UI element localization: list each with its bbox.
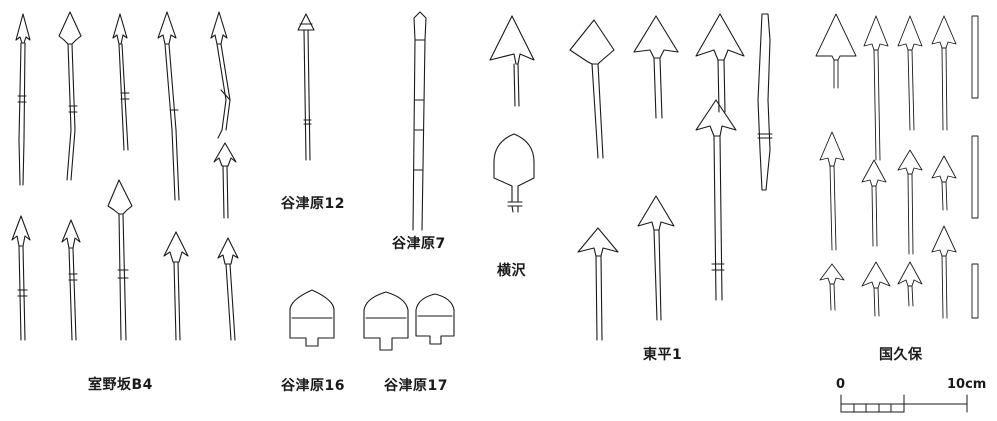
scale-end-label: 10cm xyxy=(947,377,987,392)
arrowhead-icon xyxy=(213,142,237,219)
site-label-yatsuhara16: 谷津原16 xyxy=(281,378,345,394)
yatsuhara7-arrowhead xyxy=(412,11,427,231)
site-label-yokosawa: 横沢 xyxy=(497,263,526,279)
arrowhead-icon xyxy=(217,237,239,341)
arrowhead-icon xyxy=(11,215,31,341)
yatsuhara16-arrowhead xyxy=(289,289,335,347)
site-label-yatsuhara17: 谷津原17 xyxy=(384,378,448,394)
higashihira-arrowheads xyxy=(569,13,773,341)
site-label-muronosaka: 室野坂B4 xyxy=(88,377,153,393)
arrowhead-icon xyxy=(61,219,81,341)
yatsuhara12-arrowhead xyxy=(297,13,315,161)
arrowhead-icon xyxy=(15,13,31,186)
arrowhead-icon xyxy=(163,231,189,341)
yatsuhara17-arrowheads xyxy=(363,291,455,351)
kokubo-arrowheads xyxy=(815,13,979,319)
scale-start-label: 0 xyxy=(836,377,846,392)
muronosaka-arrowheads xyxy=(11,11,239,341)
scale-bar xyxy=(840,394,968,413)
arrowhead-icon xyxy=(58,11,82,181)
arrowhead-icon xyxy=(210,11,231,139)
site-label-higashihira: 東平1 xyxy=(643,347,683,363)
arrowhead-icon xyxy=(112,13,130,151)
site-label-kokubo: 国久保 xyxy=(879,347,923,363)
site-label-yatsuhara7: 谷津原7 xyxy=(392,236,446,252)
yokosawa-arrowheads xyxy=(489,15,535,213)
site-label-yatsuhara12: 谷津原12 xyxy=(281,196,345,212)
arrowhead-icon xyxy=(157,11,180,201)
arrowhead-icon xyxy=(107,179,133,341)
